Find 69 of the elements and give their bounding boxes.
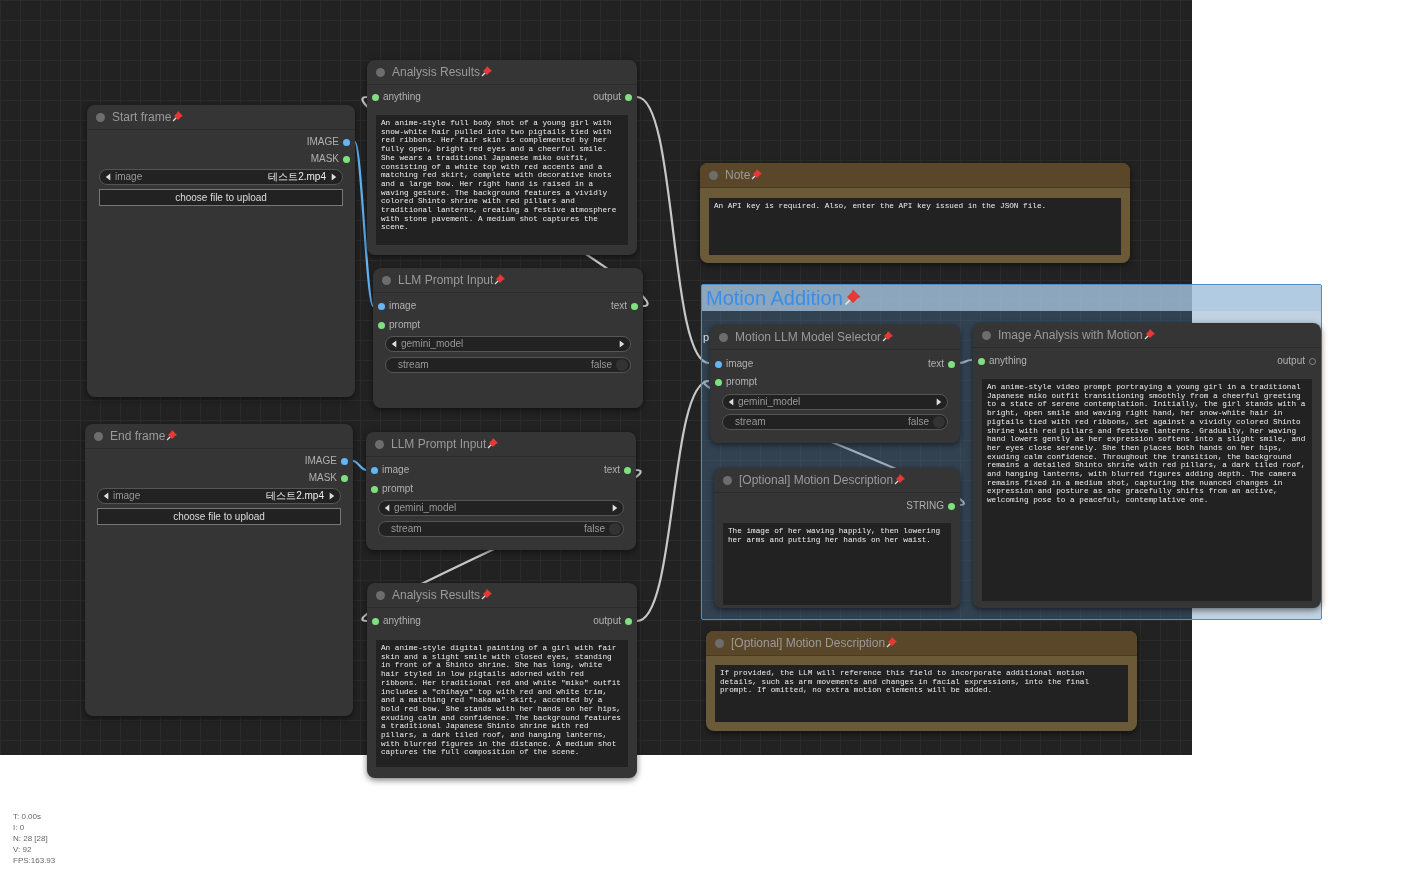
slot-label: anything <box>989 355 1027 367</box>
node-title: [Optional] Motion Description <box>731 636 886 650</box>
slot-label: image <box>382 464 410 476</box>
node-card <box>366 432 636 550</box>
node-card <box>373 268 643 408</box>
node-title: Analysis Results <box>392 65 481 79</box>
stat-text: FPS:163.93 <box>13 856 56 866</box>
node-card <box>87 105 355 397</box>
wire <box>958 358 973 365</box>
note-card <box>700 163 1130 263</box>
slot-label: STRING <box>906 500 944 512</box>
node-title: LLM Prompt Input <box>398 273 494 287</box>
slot-label: output <box>593 91 621 103</box>
node-card <box>367 583 637 778</box>
field-value: false <box>590 359 612 371</box>
stat-text: T: 0.00s <box>13 812 41 822</box>
field-value: false <box>907 416 929 428</box>
clipped-label: p <box>702 331 709 343</box>
slot-label: text <box>610 300 627 312</box>
field-label: image <box>115 171 143 183</box>
node-card <box>85 424 353 716</box>
field-label: stream <box>398 359 429 371</box>
stat-text: V: 92 <box>13 845 32 855</box>
node-card <box>973 323 1321 608</box>
upload-button: choose file to upload <box>99 189 343 206</box>
slot-label: IMAGE <box>306 136 339 148</box>
node-title: Start frame <box>112 110 172 124</box>
slot-label: IMAGE <box>304 455 337 467</box>
field-label: gemini_model <box>738 396 801 408</box>
node-card <box>714 468 960 608</box>
note-card <box>706 631 1137 731</box>
node-title: End frame <box>110 429 166 443</box>
slot-label: image <box>726 358 754 370</box>
field-label: image <box>113 490 141 502</box>
node-title: Motion LLM Model Selector <box>735 330 882 344</box>
wire <box>352 459 367 472</box>
field-value: 테스트2.mp4 <box>266 490 324 502</box>
slot-label: prompt <box>726 376 758 388</box>
slot-label: text <box>927 358 944 370</box>
field-label: gemini_model <box>401 338 464 350</box>
wire <box>636 96 710 364</box>
group-frame <box>701 284 1322 620</box>
field-value: 테스트2.mp4 <box>268 171 326 183</box>
stat-text: N: 28 [28] <box>13 834 48 844</box>
node-title: Analysis Results <box>392 588 481 602</box>
wire <box>354 141 374 307</box>
wire <box>636 380 710 622</box>
slot-label: image <box>389 300 417 312</box>
slot-label: text <box>603 464 620 476</box>
slot-label: anything <box>383 615 421 627</box>
slot-label: anything <box>383 91 421 103</box>
node-title: [Optional] Motion Description <box>739 473 894 487</box>
stat-text: I: 0 <box>13 823 25 833</box>
field-label: stream <box>735 416 766 428</box>
slot-label: prompt <box>382 483 414 495</box>
node-card <box>367 60 637 255</box>
slot-label: output <box>1277 355 1305 367</box>
field-label: gemini_model <box>394 502 457 514</box>
slot-label: output <box>593 615 621 627</box>
slot-label: MASK <box>310 153 339 165</box>
field-label: stream <box>391 523 422 535</box>
upload-button: choose file to upload <box>97 508 341 525</box>
slot-label: prompt <box>389 319 421 331</box>
slot-label: MASK <box>308 472 337 484</box>
field-value: false <box>583 523 605 535</box>
node-title: Note <box>725 168 751 182</box>
group-title: Motion Addition <box>706 287 843 309</box>
node-title: Image Analysis with Motion <box>998 328 1143 342</box>
node-title: LLM Prompt Input <box>391 437 487 451</box>
